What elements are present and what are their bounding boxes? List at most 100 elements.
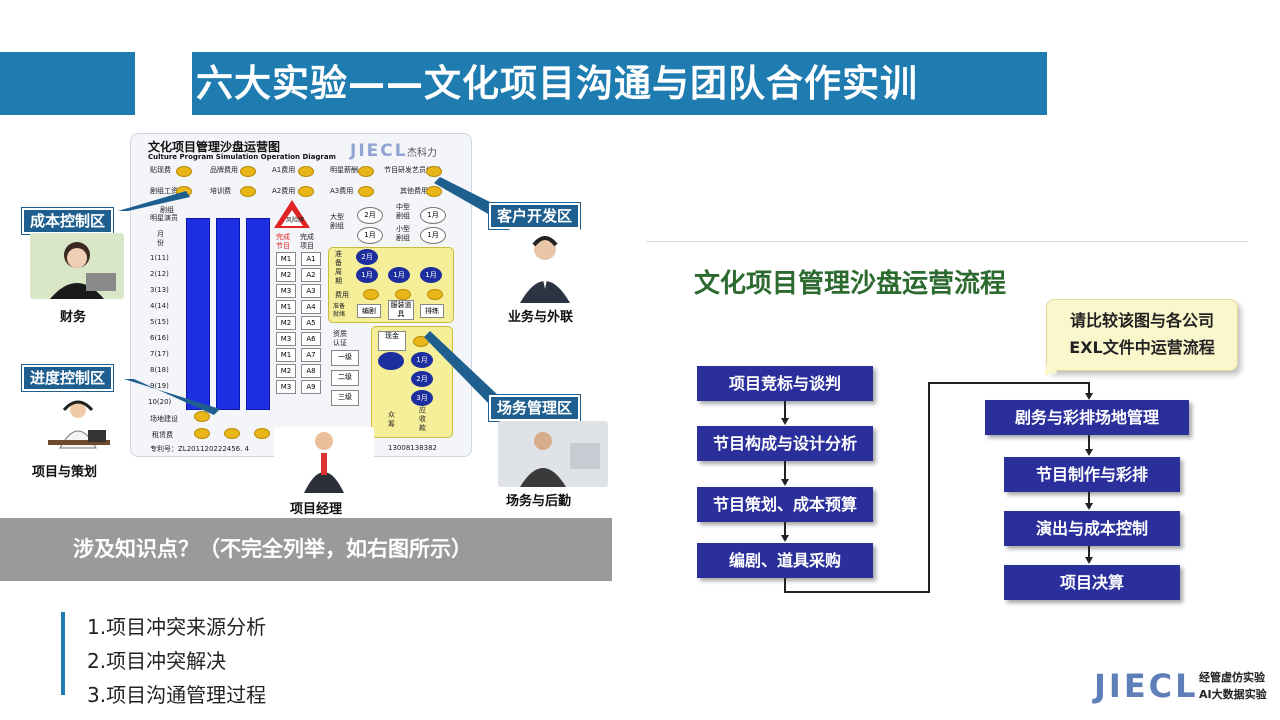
cost-control-callout: 成本控制区 [22,208,114,234]
a-cell: A6 [301,332,321,346]
coin-icon [298,166,314,177]
footer-line: AI大数据实验 [1199,688,1267,701]
person-icon [520,236,570,303]
prep-sub-label: 准备就绪 [333,303,346,318]
a-cell: A5 [301,316,321,330]
timeline-bar [246,218,270,410]
arrow-down-icon [1085,449,1093,456]
finance-label: 财务 [60,310,87,325]
board-month: 3(13) [150,286,169,294]
a-cell: A2 [301,268,321,282]
business-label: 业务与外联 [508,310,574,325]
cash-month: 1月 [411,352,433,368]
coin-icon [363,289,379,300]
risk-warning-inner [281,210,303,226]
coin-icon [224,428,240,439]
phone-number: 13008138382 [388,444,437,452]
board-col-label: 明星薪酬 [330,166,358,174]
arrow-down-icon [1085,557,1093,564]
rent-label: 租赁费 [152,431,173,439]
person-icon [304,432,344,493]
venue-connector [424,331,500,405]
board-col-label: 品牌费用 [210,166,238,174]
coin-icon [298,186,314,197]
done-program-label: 完成节目 [276,233,290,250]
flow-connector [1088,492,1090,504]
fee-label: 费用 [335,291,349,299]
coin-icon [395,289,411,300]
flow-step: 节目策划、成本预算 [697,487,873,522]
coin-icon [176,166,192,177]
level-cell: 三级 [331,390,359,406]
board-logo: JIECL [350,141,408,161]
flow-connector [784,522,786,536]
cost-connector [118,191,190,211]
finance-person-photo [30,233,124,299]
prep-month: 1月 [420,267,442,283]
flow-connector [784,401,786,419]
progress-connector [124,379,220,415]
board-col-label: 其他费用 [400,187,428,195]
logistics-label: 场务与后勤 [506,494,572,509]
compare-note: 请比较该图与各公司 EXL文件中运营流程 [1046,299,1238,371]
drama-label: 小型剧组 [396,225,410,242]
coin-icon [358,166,374,177]
progress-control-callout: 进度控制区 [22,365,114,391]
prep-sub-cell: 排练 [420,304,444,318]
title-accent-block [0,52,135,115]
flow-connector [928,382,930,593]
customer-connector [434,177,500,215]
arrow-down-icon [1085,393,1093,400]
footer-line: 经管虚仿实验 [1199,671,1265,684]
a-cell: A3 [301,284,321,298]
prep-sub-cell: 服装道具 [388,300,414,320]
m-cell: M1 [276,252,296,266]
list-item: 1.项目冲突来源分析 [87,615,267,639]
manager-label: 项目经理 [290,502,343,517]
risk-label: 风险牌 [286,217,305,224]
m-cell: M1 [276,300,296,314]
coin-icon [426,186,442,197]
coin-icon [254,428,270,439]
business-person-photo [508,229,582,303]
knowledge-points-banner: 涉及知识点？（不完全列举，如右图所示） [0,518,612,581]
cash-token [378,352,404,370]
m-cell: M2 [276,268,296,282]
board-logo-cn: 杰科力 [407,148,437,159]
a-cell: A4 [301,300,321,314]
board-month: 5(15) [150,318,169,326]
a-cell: A1 [301,252,321,266]
customer-dev-callout: 客户开发区 [489,203,581,229]
month-tag: 1月 [420,227,446,244]
flow-step: 剧务与彩排场地管理 [985,400,1189,435]
board-month: 1(11) [150,254,169,262]
month-tag: 1月 [420,207,446,224]
prep-label: 准备周期 [335,250,342,285]
prep-sub-cell: 编剧 [357,304,381,318]
level-cell: 二级 [331,370,359,386]
board-month: 8(18) [150,366,169,374]
jiecl-logo: JIECL [1094,667,1199,705]
cash-label: 现金 [378,331,406,351]
prep-month: 2月 [356,249,378,265]
a-cell: A7 [301,348,321,362]
board-col-label: A3费用 [330,187,354,195]
footer-tagline: 经管虚仿实验 AI大数据实验 [1199,669,1267,703]
m-cell: M2 [276,364,296,378]
m-cell: M1 [276,348,296,362]
flow-connector [1088,546,1090,558]
board-col-label: 节目研发艺员培训 [384,166,440,174]
board-subtitle: Culture Program Simulation Operation Dia… [148,153,336,161]
coin-icon [426,166,442,177]
flow-step: 项目竞标与谈判 [697,366,873,401]
flow-step: 项目决算 [1004,565,1180,600]
board-month: 6(16) [150,334,169,342]
board-col-label: A1费用 [272,166,296,174]
board-col-label: 贴现费 [150,166,171,174]
m-cell: M3 [276,284,296,298]
month-tag: 1月 [357,227,383,244]
flow-connector [1088,435,1090,450]
m-cell: M3 [276,332,296,346]
flow-divider [646,241,1248,242]
flow-step: 编剧、道具采购 [697,543,873,578]
